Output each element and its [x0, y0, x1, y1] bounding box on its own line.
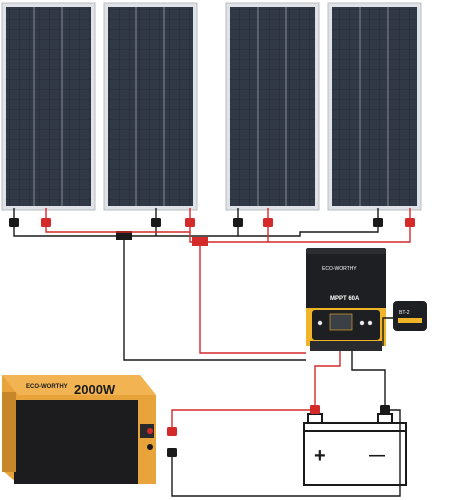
- plus-connector-icon: [167, 427, 177, 436]
- inverter-power: 2000W: [74, 382, 116, 397]
- minus-connector-icon: [167, 448, 177, 457]
- battery-terminal-negative: [377, 413, 393, 424]
- controller-lcd-screen: [329, 313, 353, 331]
- battery-positive-symbol: +: [314, 445, 326, 467]
- solar-panel-1: [1, 2, 96, 211]
- solar-panel-2: [103, 2, 198, 211]
- minus-connector-icon: [9, 218, 383, 227]
- positive-parallel-wire: [45, 227, 411, 354]
- solar-panel-3: [225, 2, 320, 211]
- battery-negative-symbol: —: [369, 447, 385, 464]
- controller-brand: ECO-WORTHY: [322, 266, 357, 272]
- module-cable: [382, 317, 393, 346]
- controller-model: MPPT 60A: [330, 296, 360, 302]
- inverter-cables: [171, 409, 401, 497]
- solar-panel-4: [327, 2, 422, 211]
- mppt-charge-controller: ECO-WORTHY MPPT 60A: [306, 248, 386, 351]
- controller-button-right[interactable]: [359, 320, 365, 326]
- module-label: BT-2: [399, 310, 410, 316]
- battery: + —: [303, 413, 407, 486]
- bluetooth-module: BT-2: [393, 301, 427, 331]
- power-inverter: ECO-WORTHY 2000W: [2, 375, 156, 484]
- branch-connector-positive: [192, 237, 208, 246]
- plus-connector-icon: [41, 218, 415, 227]
- battery-wires: [314, 351, 386, 407]
- controller-button-left[interactable]: [317, 320, 323, 326]
- inverter-brand: ECO-WORTHY: [26, 384, 68, 390]
- battery-terminal-positive: [307, 413, 323, 424]
- branch-connector-negative: [116, 231, 132, 240]
